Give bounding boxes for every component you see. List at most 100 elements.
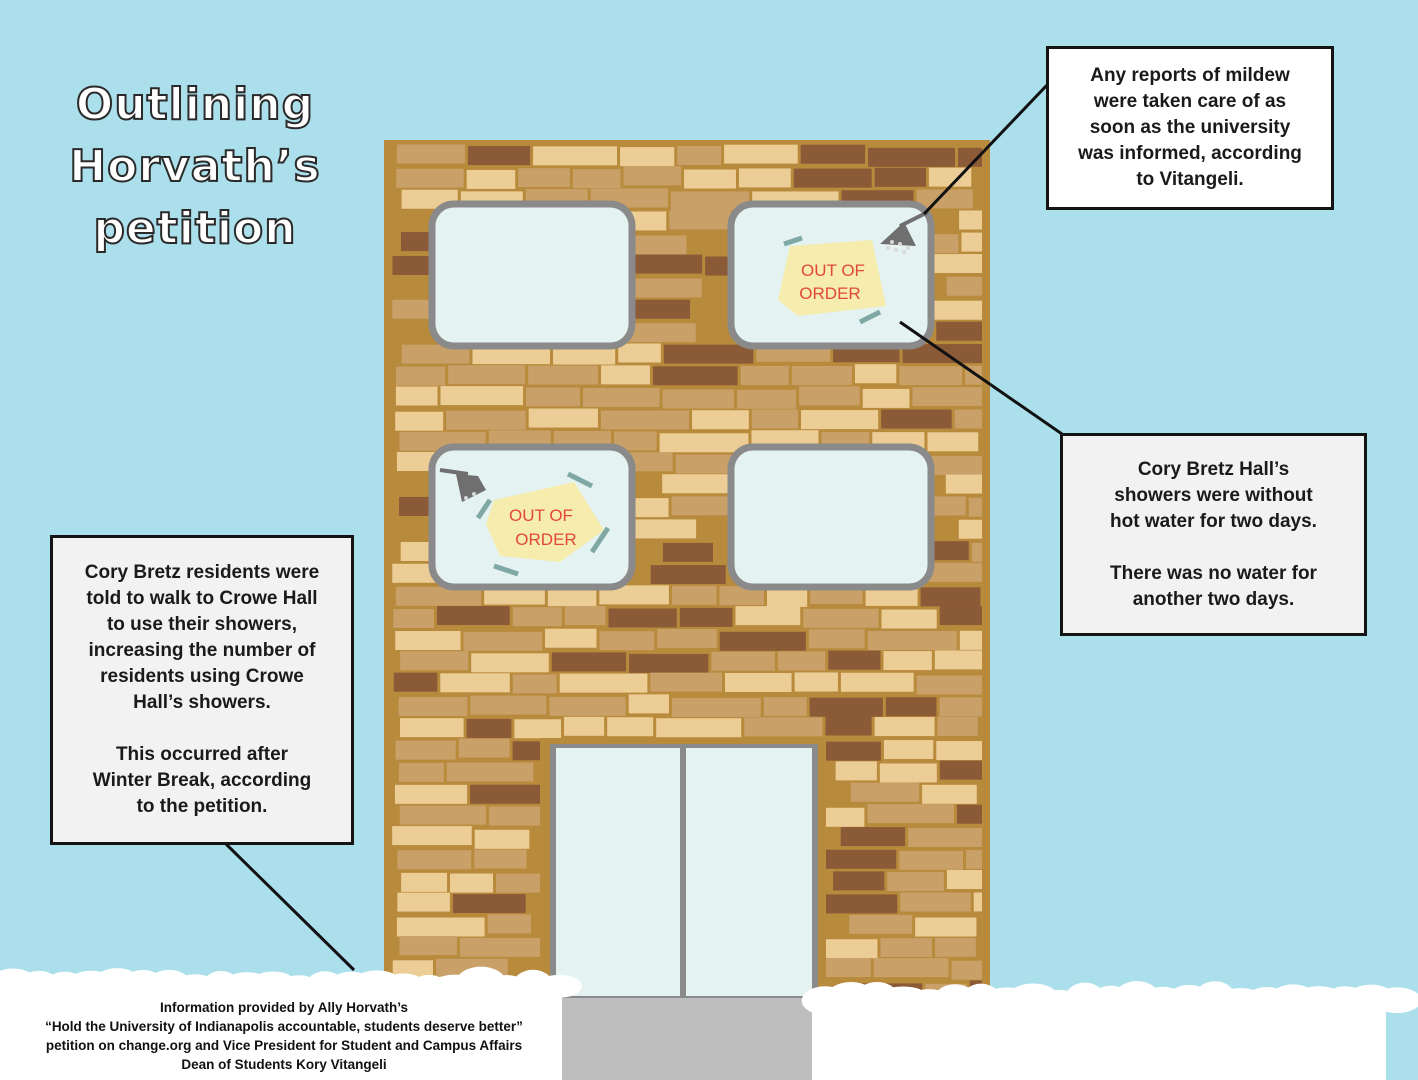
brick bbox=[928, 167, 972, 187]
brick bbox=[951, 960, 982, 980]
brick bbox=[833, 871, 885, 891]
brick bbox=[663, 344, 754, 364]
brick bbox=[564, 606, 606, 626]
brick bbox=[395, 631, 461, 651]
brick bbox=[547, 587, 597, 607]
brick bbox=[835, 761, 877, 781]
out-of-order-sign-mid-left: OUT OF ORDER bbox=[475, 471, 611, 577]
brick bbox=[879, 763, 937, 783]
callout-mildew: Any reports of mildew were taken care of… bbox=[1046, 46, 1334, 210]
brick bbox=[916, 675, 982, 695]
sign-text-line2: ORDER bbox=[799, 284, 860, 303]
brick bbox=[470, 784, 547, 804]
snow-lump bbox=[1114, 981, 1160, 1013]
brick bbox=[601, 365, 650, 385]
brick bbox=[627, 452, 673, 472]
brick bbox=[912, 387, 982, 407]
brick bbox=[684, 169, 736, 189]
brick bbox=[874, 717, 935, 737]
brick bbox=[489, 806, 551, 826]
brick bbox=[939, 697, 982, 717]
brick bbox=[921, 455, 982, 475]
brick bbox=[401, 872, 448, 892]
brick bbox=[656, 718, 742, 738]
brick bbox=[675, 454, 738, 474]
brick bbox=[819, 741, 881, 761]
brick bbox=[873, 958, 949, 978]
brick bbox=[719, 631, 806, 651]
brick bbox=[777, 651, 826, 671]
brick bbox=[564, 716, 605, 736]
brick bbox=[867, 804, 955, 824]
source-credits: Information provided by Ally Horvath’s “… bbox=[0, 998, 568, 1074]
brick bbox=[883, 740, 934, 760]
brick bbox=[808, 849, 897, 869]
brick bbox=[395, 740, 456, 760]
sidewalk bbox=[556, 998, 818, 1080]
brick bbox=[800, 144, 866, 164]
callout-hot-water: Cory Bretz Hall’s showers were without h… bbox=[1060, 433, 1367, 636]
brick bbox=[545, 628, 597, 648]
brick bbox=[935, 937, 976, 957]
brick bbox=[662, 542, 713, 562]
sign-text-line2: ORDER bbox=[515, 530, 576, 549]
leader-line-hot-water bbox=[899, 320, 1063, 436]
leader-line-crowe-hall bbox=[224, 842, 356, 972]
brick bbox=[396, 917, 485, 937]
snow-lump bbox=[535, 974, 583, 998]
callout-text: were taken care of as bbox=[1093, 91, 1287, 112]
brick bbox=[954, 409, 982, 429]
brick bbox=[395, 366, 446, 386]
brick bbox=[868, 147, 956, 167]
callout-crowe-hall: Cory Bretz residents were told to walk t… bbox=[50, 535, 354, 845]
brick bbox=[526, 387, 581, 407]
brick bbox=[620, 147, 675, 167]
brick bbox=[440, 386, 524, 406]
title-line: Outlining bbox=[75, 78, 315, 131]
brick bbox=[799, 386, 860, 406]
brick bbox=[908, 827, 982, 847]
brick bbox=[881, 609, 937, 629]
brick bbox=[446, 410, 526, 430]
brick bbox=[973, 892, 982, 912]
window-mid-right bbox=[727, 443, 935, 591]
brick bbox=[900, 892, 971, 912]
brick bbox=[512, 674, 557, 694]
brick bbox=[692, 410, 749, 430]
brick bbox=[396, 168, 464, 188]
brick bbox=[850, 782, 920, 802]
callout-text: This occurred after bbox=[115, 744, 289, 765]
brick bbox=[572, 169, 621, 189]
brick bbox=[397, 892, 450, 912]
brick bbox=[657, 628, 717, 648]
callout-text: to Vitangeli. bbox=[1136, 169, 1244, 190]
brick bbox=[392, 826, 472, 846]
brick bbox=[925, 300, 982, 320]
brick bbox=[398, 697, 468, 717]
brick bbox=[533, 146, 618, 166]
brick bbox=[885, 697, 937, 717]
brick bbox=[452, 894, 526, 914]
brick bbox=[737, 389, 797, 409]
brick bbox=[961, 232, 982, 252]
callout-text: hot water for two days. bbox=[1110, 510, 1317, 532]
brick bbox=[618, 343, 661, 363]
callout-text: increasing the number of bbox=[88, 640, 316, 661]
brick bbox=[628, 694, 669, 714]
callout-text: to the petition. bbox=[136, 796, 268, 817]
brick bbox=[840, 827, 906, 847]
brick bbox=[614, 431, 657, 451]
out-of-order-sign-top-right: OUT OF ORDER bbox=[778, 235, 886, 325]
brick bbox=[880, 938, 933, 958]
callout-text: There was no water for bbox=[1110, 562, 1317, 584]
brick bbox=[828, 650, 881, 670]
brick bbox=[766, 587, 808, 607]
brick bbox=[599, 585, 669, 605]
brick bbox=[400, 651, 469, 671]
brick bbox=[958, 519, 982, 539]
brick bbox=[399, 805, 487, 825]
callout-text: Cory Bretz Hall’s bbox=[1137, 458, 1290, 480]
brick bbox=[395, 386, 438, 406]
snow-banks bbox=[0, 966, 1418, 1080]
brick bbox=[549, 696, 626, 716]
